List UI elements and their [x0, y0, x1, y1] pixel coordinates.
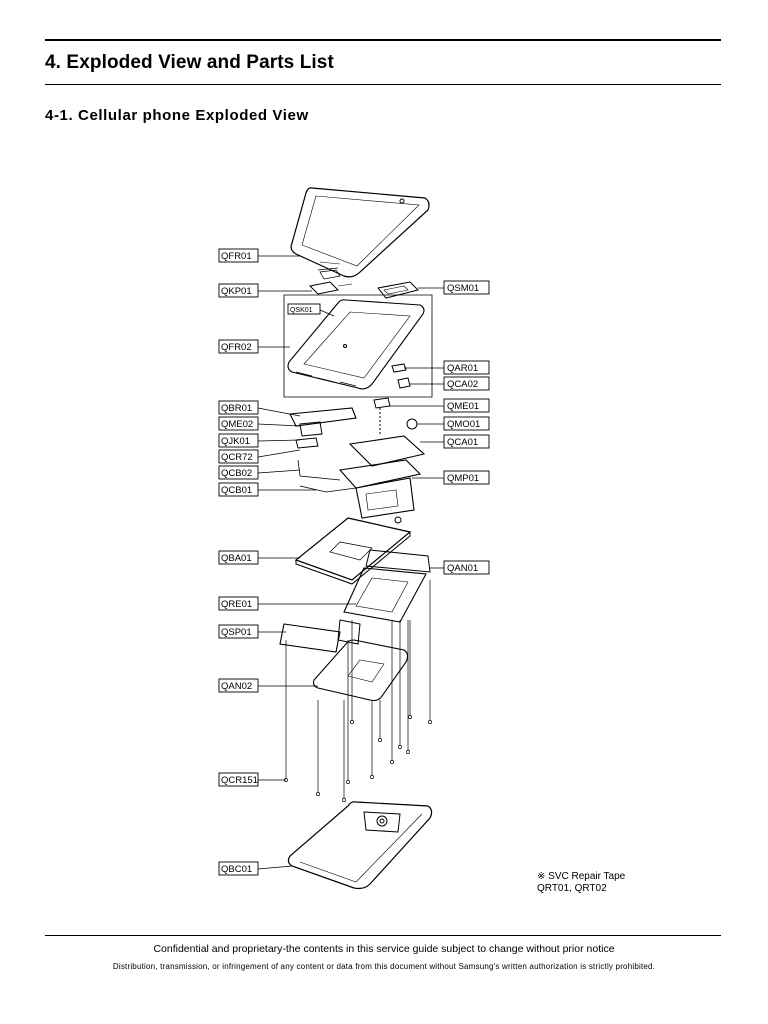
callout-qcr151: QCR151 [221, 775, 258, 786]
front-display-part [290, 187, 430, 278]
callout-qre01: QRE01 [221, 599, 252, 610]
speaker-module-part [279, 619, 361, 653]
callout-qan01: QAN01 [447, 563, 478, 574]
footer-rule [45, 935, 721, 936]
home-key-part [308, 269, 353, 295]
back-cover-part [287, 801, 433, 890]
right-leader-lines [390, 287, 444, 569]
callout-qfr02: QFR02 [221, 342, 252, 353]
callout-qsk01: QSK01 [290, 307, 313, 314]
right-callout-labels: QSM01 QAR01 QCA02 QME01 QMO01 QCA01 QMP0… [447, 283, 480, 574]
callout-qan02: QAN02 [221, 681, 252, 692]
callout-qcr72: QCR72 [221, 452, 253, 463]
callout-qmp01: QMP01 [447, 473, 479, 484]
callout-qme02: QME02 [221, 419, 253, 430]
screws-group [284, 580, 432, 802]
flex-cables-part [297, 459, 357, 493]
callout-qmo01: QMO01 [447, 419, 480, 430]
callout-qba01: QBA01 [221, 553, 252, 564]
small-parts-cluster [373, 363, 418, 436]
header-top-rule [45, 39, 721, 41]
callout-qkp01: QKP01 [221, 286, 252, 297]
callout-qbr01: QBR01 [221, 403, 252, 414]
sim-tray-part [377, 281, 419, 299]
section-subtitle: 4-1. Cellular phone Exploded View [45, 107, 309, 124]
left-callout-labels: QFR01 QKP01 QSK01 QFR02 QBR01 QME02 QJK0… [221, 251, 313, 875]
callout-qme01: QME01 [447, 401, 479, 412]
footer-distribution-notice: Distribution, transmission, or infringem… [112, 962, 656, 971]
svc-repair-note-parts: QRT01, QRT02 [537, 883, 607, 894]
left-callout-boxes [218, 248, 321, 876]
svc-repair-note: ※ SVC Repair Tape QRT01, QRT02 [537, 871, 625, 895]
left-leader-lines [257, 255, 356, 870]
svc-repair-note-title: ※ SVC Repair Tape [537, 871, 626, 882]
wireless-antenna-part [312, 639, 409, 702]
callout-qsm01: QSM01 [447, 283, 479, 294]
header-bottom-rule [45, 84, 721, 85]
callout-qbc01: QBC01 [221, 864, 252, 875]
footer-confidential-notice: Confidential and proprietary-the content… [153, 943, 615, 955]
callout-qar01: QAR01 [447, 363, 478, 374]
front-frame-part [287, 299, 425, 390]
callout-qca02: QCA02 [447, 379, 478, 390]
callout-qca01: QCA01 [447, 437, 478, 448]
right-callout-boxes [443, 280, 490, 575]
callout-qsp01: QSP01 [221, 627, 252, 638]
sub-bracket-part [289, 407, 357, 449]
battery-part [294, 517, 412, 585]
main-pcb-part [338, 435, 426, 524]
rear-bracket-part [343, 549, 431, 623]
callout-qjk01: QJK01 [221, 436, 250, 447]
callout-qfr01: QFR01 [221, 251, 252, 262]
callout-qcb02: QCB02 [221, 468, 252, 479]
callout-qcb01: QCB01 [221, 485, 252, 496]
frame-group-box [283, 294, 433, 398]
page-title: 4. Exploded View and Parts List [45, 52, 334, 73]
